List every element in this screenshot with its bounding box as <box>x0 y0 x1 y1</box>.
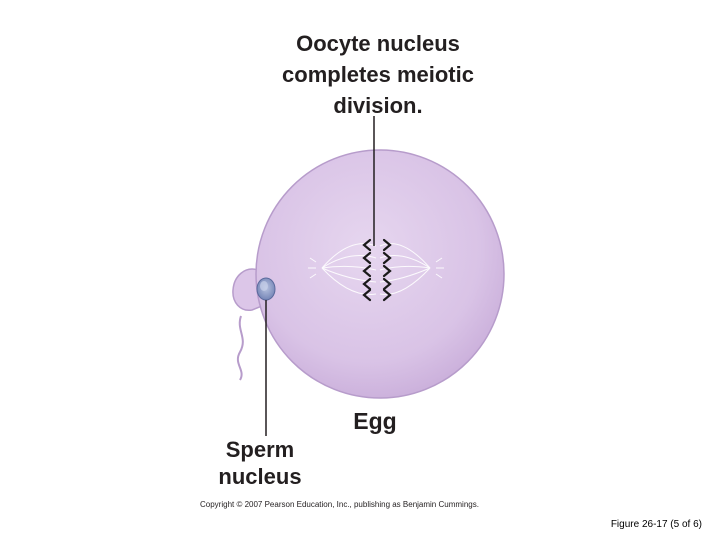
sperm-label-line-1: Sperm <box>225 437 295 462</box>
sperm-tail <box>236 315 244 381</box>
egg-label: Egg <box>353 408 397 434</box>
oocyte-label: Oocyte nucleus completes meiotic divisio… <box>258 28 498 121</box>
egg-cell <box>255 149 505 399</box>
oocyte-label-line-3: division. <box>333 93 423 118</box>
copyright-notice: Copyright © 2007 Pearson Education, Inc.… <box>200 500 479 509</box>
oocyte-label-line-2: completes meiotic <box>282 62 474 87</box>
chromosomes-left <box>362 238 372 302</box>
oocyte-label-line-1: Oocyte nucleus <box>296 31 460 56</box>
sperm-head <box>232 268 263 311</box>
sperm-nucleus-label: Sperm nucleus <box>200 436 320 490</box>
sperm-label-line-2: nucleus <box>218 464 302 489</box>
meiotic-spindle <box>308 243 444 295</box>
chromosomes-right <box>382 238 392 302</box>
figure-caption: Figure 26-17 (5 of 6) <box>610 519 702 530</box>
sperm-nucleus-highlight <box>260 281 268 291</box>
